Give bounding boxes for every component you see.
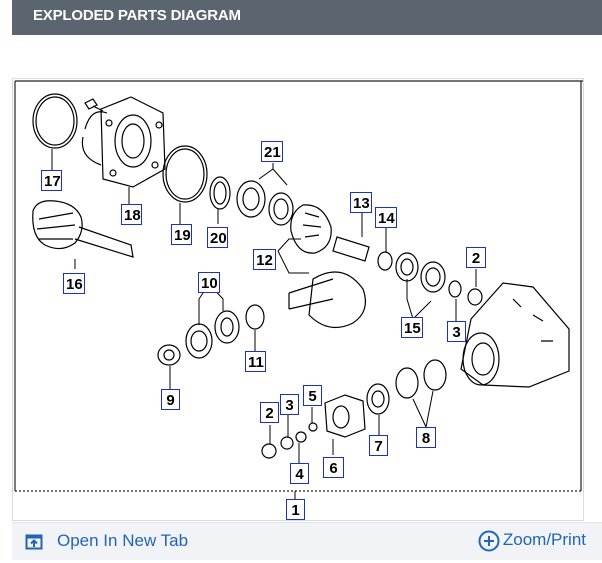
callout-17[interactable]: 17 [41, 170, 62, 191]
callout-21[interactable]: 21 [261, 141, 283, 162]
callout-14[interactable]: 14 [375, 207, 397, 228]
callout-4[interactable]: 4 [290, 463, 309, 484]
callout-5[interactable]: 5 [303, 385, 322, 406]
callout-13[interactable]: 13 [350, 192, 372, 213]
callout-3-lower[interactable]: 3 [280, 394, 299, 415]
zoom-print-link[interactable]: Zoom/Print [478, 528, 586, 552]
callout-7[interactable]: 7 [369, 435, 388, 456]
callout-20[interactable]: 20 [207, 227, 228, 248]
callout-15[interactable]: 15 [401, 317, 423, 338]
callout-16[interactable]: 16 [63, 273, 85, 294]
diagram-footer: Open In New Tab Zoom/Print [12, 522, 602, 560]
exploded-parts-diagram[interactable]: 17 18 19 20 21 13 14 2 16 12 10 15 3 11 … [12, 78, 584, 521]
open-in-new-tab-link[interactable]: Open In New Tab [25, 529, 188, 553]
callout-11[interactable]: 11 [245, 351, 266, 372]
callout-2-lower[interactable]: 2 [260, 402, 279, 423]
zoom-print-label: Zoom/Print [502, 530, 586, 549]
open-in-new-tab-label: Open In New Tab [57, 531, 189, 550]
page-title: EXPLODED PARTS DIAGRAM [33, 7, 241, 24]
callout-8[interactable]: 8 [416, 427, 436, 448]
callout-19[interactable]: 19 [171, 224, 192, 245]
callout-6[interactable]: 6 [323, 457, 344, 478]
callout-2-upper[interactable]: 2 [466, 247, 486, 268]
zoom-plus-icon [478, 530, 500, 552]
page-header: EXPLODED PARTS DIAGRAM [12, 0, 602, 35]
callout-9[interactable]: 9 [161, 389, 180, 410]
callout-12[interactable]: 12 [253, 249, 276, 270]
callout-1[interactable]: 1 [286, 499, 305, 520]
callout-10[interactable]: 10 [198, 272, 220, 293]
open-in-new-tab-icon [25, 533, 43, 551]
callout-18[interactable]: 18 [121, 204, 142, 225]
diagram-drawing [14, 80, 583, 499]
callout-3-upper[interactable]: 3 [447, 321, 466, 342]
